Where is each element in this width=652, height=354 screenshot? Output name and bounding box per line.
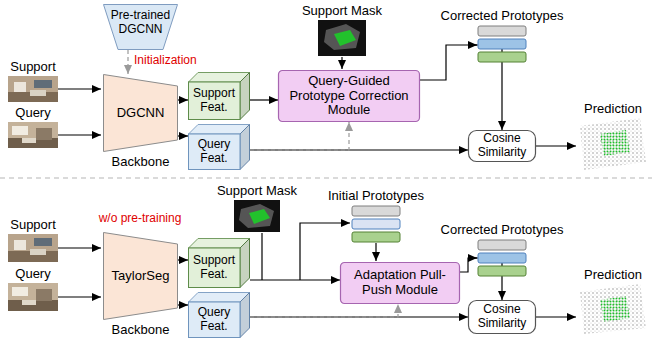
node-text: Pre-trained DGCNN	[103, 4, 178, 42]
flow-arrow	[178, 304, 188, 305]
feature-cube: Support Feat.	[188, 72, 250, 120]
node-text: Cosine Similarity	[468, 300, 536, 334]
section-label: Corrected Prototypes	[441, 223, 564, 237]
flow-arrow	[178, 135, 188, 136]
output-label: Prediction	[584, 268, 642, 282]
node-text: DGCNN	[103, 74, 178, 152]
guidance-arrow	[250, 122, 349, 150]
feature-cube: Support Feat.	[188, 238, 250, 288]
similarity-box: Cosine Similarity	[468, 130, 536, 162]
pretrained-model: Pre-trained DGCNN	[103, 4, 178, 50]
node-caption: Backbone	[112, 322, 170, 337]
similarity-box: Cosine Similarity	[468, 300, 536, 334]
flow-arrow	[460, 258, 502, 300]
feature-cube: Query Feat.	[188, 292, 250, 338]
flow-arrow	[178, 259, 188, 260]
backbone-block: TaylorSegBackbone	[103, 232, 178, 320]
flow-arrow	[178, 99, 188, 100]
prediction-cloud	[580, 284, 646, 334]
prediction-cloud	[580, 118, 646, 170]
node-text: Cosine Similarity	[468, 130, 536, 162]
backbone-block: DGCNNBackbone	[103, 74, 178, 152]
section-label: Corrected Prototypes	[441, 9, 564, 23]
module-box: Adaptation Pull-Push Module	[340, 262, 460, 304]
input-label: Query	[15, 267, 50, 281]
module-box: Query-Guided Prototype Correction Module	[278, 70, 420, 122]
node-text: Support Feat.	[188, 248, 240, 288]
query-photo	[8, 122, 58, 148]
section-label: Initial Prototypes	[328, 189, 424, 203]
note-label: Initialization	[134, 54, 197, 67]
output-label: Prediction	[584, 102, 642, 116]
section-label: Support Mask	[217, 184, 297, 198]
node-text: Adaptation Pull-Push Module	[340, 262, 460, 304]
query-photo	[8, 283, 58, 311]
support-mask	[234, 200, 280, 232]
input-label: Support	[10, 218, 56, 232]
support-mask	[318, 20, 366, 56]
prototype-stack	[478, 240, 526, 276]
support-photo	[8, 76, 58, 102]
guidance-arrow	[127, 50, 128, 74]
node-text: Support Feat.	[188, 82, 240, 120]
section-label: Support Mask	[302, 4, 382, 18]
input-label: Query	[15, 106, 50, 120]
node-text: TaylorSeg	[103, 232, 178, 320]
node-text: Query Feat.	[188, 134, 240, 170]
node-text: Query Feat.	[188, 302, 240, 338]
flow-arrow	[250, 279, 340, 280]
separator	[0, 177, 652, 178]
prototype-stack	[352, 206, 400, 242]
node-caption: Backbone	[112, 154, 170, 169]
support-photo	[8, 234, 58, 262]
node-text: Query-Guided Prototype Correction Module	[278, 70, 420, 122]
input-label: Support	[10, 60, 56, 74]
feature-cube: Query Feat.	[188, 124, 250, 170]
prototype-stack	[478, 26, 526, 62]
flow-arrow	[250, 99, 278, 100]
guidance-arrow	[250, 304, 398, 317]
note-label: w/o pre-training	[99, 212, 182, 225]
flow-arrow	[250, 149, 468, 150]
